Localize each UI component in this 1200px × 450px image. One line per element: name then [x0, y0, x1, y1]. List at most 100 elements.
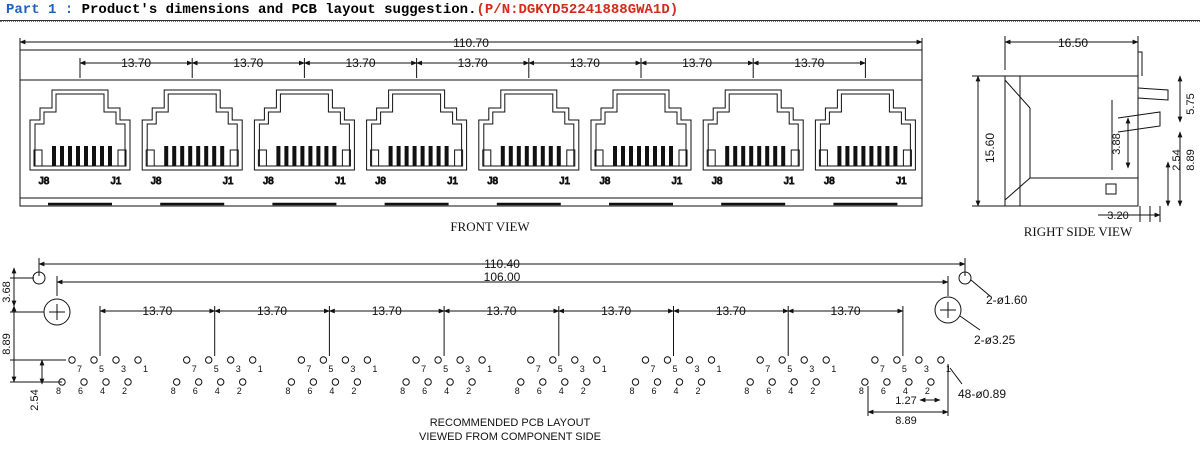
- rj45-contact: [180, 146, 185, 166]
- pcb-pitch-dim-label: 13.70: [486, 304, 516, 318]
- pin-label-j8: J8: [151, 176, 162, 187]
- pcb-pin-number: 4: [559, 386, 564, 396]
- pcb-leader-small-hole: [970, 279, 991, 297]
- rj45-contact: [508, 146, 513, 166]
- rj45-contact: [749, 146, 754, 166]
- pcb-pin-number: 2: [581, 386, 586, 396]
- pcb-pin-number: 7: [306, 364, 311, 374]
- pcb-pin-number: 3: [580, 364, 585, 374]
- rj45-contact: [861, 146, 866, 166]
- pcb-pin-hole: [90, 356, 98, 364]
- pcb-pin-hole: [517, 378, 525, 386]
- rj45-contact: [741, 146, 746, 166]
- pcb-pitch-dim-label: 13.70: [831, 304, 861, 318]
- pin-label-j1: J1: [447, 176, 458, 187]
- pcb-dim-left-254-label: 2.54: [29, 389, 41, 410]
- pcb-pin-number: 7: [421, 364, 426, 374]
- pcb-pin-hole: [478, 356, 486, 364]
- pcb-pin-hole: [641, 356, 650, 364]
- rj45-contact: [645, 146, 649, 166]
- pcb-pin-number: 4: [100, 386, 105, 396]
- pcb-pin-number: 1: [602, 364, 607, 374]
- side-shield-tab-top: [1137, 51, 1143, 76]
- pcb-callout-pins: 48-ø0.89: [958, 387, 1006, 401]
- rj45-contact: [188, 146, 193, 166]
- pcb-pin-number: 1: [143, 364, 148, 374]
- front-dim-overall-label: 110.70: [453, 36, 489, 50]
- rj45-port-outline: [253, 89, 355, 171]
- pcb-pin-number: 6: [78, 386, 83, 396]
- rj45-led-right: [341, 149, 351, 167]
- side-dim-575-label: 5.75: [1185, 93, 1197, 114]
- rj45-contact: [853, 146, 858, 166]
- pcb-pin-number: 4: [674, 386, 679, 396]
- pcb-callout-big-hole: 2-ø3.25: [974, 333, 1016, 347]
- front-view-title: FRONT VIEW: [450, 219, 530, 234]
- pcb-pin-hole: [446, 378, 454, 386]
- rj45-contact: [196, 146, 201, 166]
- rj45-contact: [516, 146, 521, 166]
- rj45-contact: [845, 146, 850, 166]
- part-label: Part 1 :: [6, 2, 74, 18]
- pcb-pin-number: 6: [422, 386, 427, 396]
- pcb-leader-pins: [949, 367, 963, 385]
- pcb-pin-number: 5: [902, 364, 907, 374]
- pcb-title-line2: VIEWED FROM COMPONENT SIDE: [419, 431, 601, 443]
- pcb-pin-hole: [112, 356, 120, 364]
- rj45-contact: [428, 146, 433, 166]
- rj45-contact: [757, 146, 762, 166]
- rj45-port-outline: [29, 89, 131, 171]
- pcb-pin-hole: [424, 378, 432, 386]
- rj45-led-left: [370, 149, 380, 167]
- rj45-contact: [869, 146, 874, 166]
- rj45-contact: [172, 146, 177, 166]
- pin-label-j1: J1: [672, 176, 683, 187]
- pcb-pin-number: 5: [443, 364, 448, 374]
- pcb-pin-hole: [539, 378, 547, 386]
- pcb-pitch-dim-label: 13.70: [257, 304, 287, 318]
- pcb-pin-number: 8: [56, 386, 61, 396]
- pcb-pin-hole: [319, 356, 328, 364]
- pcb-pin-number: 8: [630, 386, 635, 396]
- pin-label-j8: J8: [488, 176, 499, 187]
- rj45-port-outline: [590, 89, 692, 171]
- pcb-pin-number: 5: [787, 364, 792, 374]
- pcb-pin-number: 5: [558, 364, 563, 374]
- pcb-small-hole-right: [958, 271, 972, 285]
- rj45-contact: [164, 146, 169, 166]
- pcb-pin-hole: [80, 378, 88, 386]
- pcb-pin-hole: [527, 356, 535, 364]
- side-dim-depth-label: 16.50: [1058, 36, 1088, 50]
- rj45-led-right: [229, 149, 239, 167]
- pcb-pin-number: 6: [652, 386, 657, 396]
- pcb-pin-hole: [58, 378, 66, 386]
- pcb-pin-hole: [778, 356, 786, 364]
- rj45-contact: [300, 146, 305, 166]
- pcb-pin-number: 3: [236, 364, 241, 374]
- pcb-pin-hole: [195, 378, 203, 386]
- pcb-pin-hole: [593, 356, 601, 364]
- pcb-pin-hole: [217, 378, 225, 386]
- pcb-pin-hole: [227, 356, 235, 364]
- pcb-pin-number: 1: [831, 364, 836, 374]
- pcb-pin-hole: [412, 356, 420, 364]
- rj45-led-left: [818, 149, 828, 167]
- side-chamfer-bottom: [1004, 177, 1031, 201]
- pcb-pin-number: 5: [328, 364, 333, 374]
- pcb-pin-number: 3: [695, 364, 700, 374]
- rj45-led-left: [145, 149, 155, 167]
- pin-label-j8: J8: [824, 176, 835, 187]
- rj45-contact: [773, 146, 778, 166]
- pcb-pin-number: 7: [192, 364, 197, 374]
- pcb-dim-total-label: 110.40: [484, 257, 520, 271]
- rj45-led-right: [678, 149, 688, 167]
- pcb-pin-number: 8: [400, 386, 405, 396]
